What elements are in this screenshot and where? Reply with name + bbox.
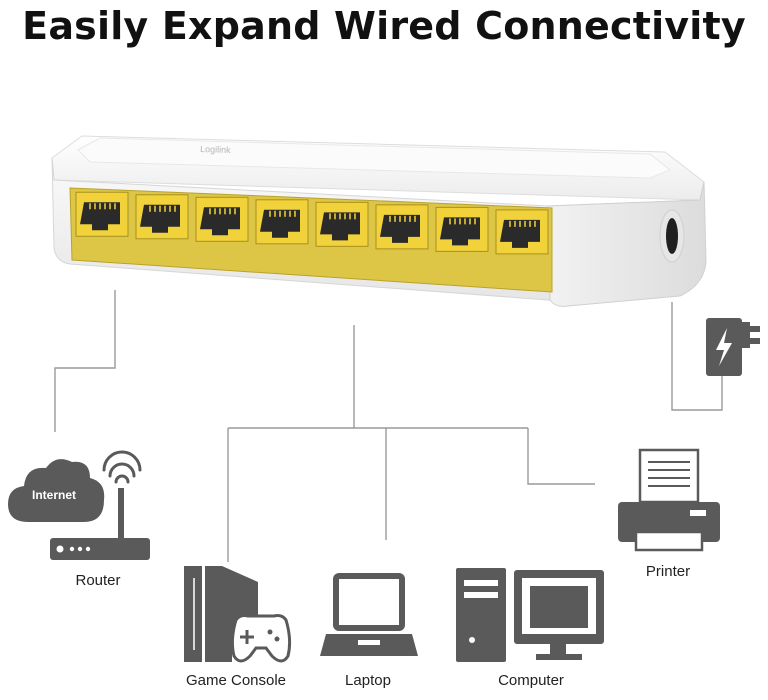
game-console-icon	[184, 566, 292, 663]
switch-brand-text: Logilink	[200, 144, 231, 155]
ethernet-port	[315, 201, 369, 247]
port-strip	[69, 187, 553, 293]
internet-label: Internet	[32, 488, 76, 502]
wifi-icon	[102, 450, 142, 484]
gamepad-icon	[230, 614, 292, 663]
router-group: Internet	[8, 450, 150, 560]
connection-lines	[54, 290, 723, 562]
network-switch: Logilink	[51, 135, 707, 307]
monitor-icon	[514, 570, 604, 660]
laptop-label: Laptop	[345, 672, 391, 689]
cloud-icon	[8, 459, 105, 522]
printer-connection-line	[527, 428, 595, 485]
ethernet-port	[375, 204, 429, 250]
page-title: Easily Expand Wired Connectivity	[22, 4, 746, 48]
power-connection-line	[671, 302, 723, 411]
router-connection-line	[54, 290, 116, 432]
ethernet-port	[135, 194, 189, 240]
ethernet-ports	[75, 191, 549, 255]
ethernet-port	[435, 206, 489, 252]
game-console-label: Game Console	[185, 672, 287, 689]
lightning-icon	[716, 328, 732, 366]
ethernet-port	[75, 191, 129, 237]
printer-icon	[618, 448, 720, 552]
power-adapter-icon	[706, 318, 760, 376]
computer-label: Computer	[498, 672, 564, 689]
printer-label: Printer	[645, 563, 691, 580]
router-icon	[50, 488, 150, 560]
ethernet-port	[255, 199, 309, 245]
ethernet-port	[195, 196, 249, 242]
laptop-icon	[320, 573, 418, 656]
router-label: Router	[75, 572, 121, 589]
computer-tower-icon	[456, 568, 506, 662]
ethernet-port	[495, 209, 549, 255]
